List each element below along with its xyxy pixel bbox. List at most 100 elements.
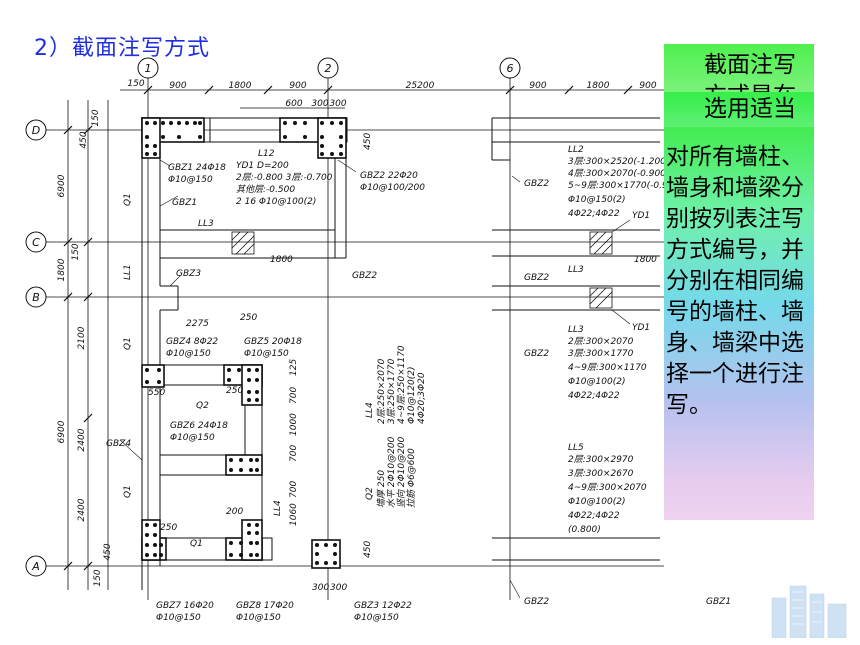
- ll3-tag: LL3: [198, 219, 214, 229]
- ll2-title: LL2: [568, 145, 584, 155]
- ll3-right-floor2: 2层:300×2070: [568, 336, 634, 347]
- dim-300d: 300: [330, 583, 347, 593]
- ll5-floor2: 2层:300×2970: [568, 454, 634, 465]
- dim-2400a: 2400: [77, 428, 87, 451]
- dim-150a: 150: [91, 109, 101, 126]
- dim-700c: 700: [289, 481, 299, 498]
- dim-900c: 900: [529, 81, 546, 91]
- dim-450b: 450: [103, 543, 113, 560]
- q1-tag-b: Q1: [123, 337, 133, 350]
- gbz1-tag: GBZ1: [172, 198, 197, 208]
- gbz1-spec: GBZ1 24Φ18: [168, 163, 226, 173]
- ll3-right-floor4-9: 4~9层:300×1170: [568, 362, 647, 373]
- note-box-scale: 选用适当比例原位放大: [664, 92, 814, 127]
- q1-tag-c: Q1: [123, 485, 133, 498]
- note-c-text: 对所有墙柱、墙身和墙梁分别按列表注写方式编号，并分别在相同编号的墙柱、墙身、墙梁…: [666, 144, 804, 418]
- note-box-section-method: 截面注写方式是在分: [664, 44, 814, 92]
- q2-vertical: 竖向 2Φ10@200: [396, 436, 407, 508]
- ll3-right-rebar: 4Φ22;4Φ22: [568, 391, 620, 401]
- ll3-right-stirrup: Φ10@100(2): [568, 377, 625, 387]
- dim-1800a: 1800: [229, 81, 252, 91]
- gbz6-spec: GBZ6 24Φ18: [170, 421, 228, 431]
- ll5-rebar: 4Φ22;4Φ22: [568, 511, 620, 521]
- axis-2-label: 2: [325, 62, 332, 75]
- gbz3-stirrup: Φ10@150: [354, 613, 399, 623]
- axis-bubble-c: [25, 231, 47, 253]
- gbz2-stirrup: Φ10@100/200: [360, 183, 425, 193]
- ll2-rebar: 4Φ22;4Φ22: [568, 209, 620, 219]
- yd1-other: 其他层:-0.500: [236, 184, 295, 195]
- dim-250b: 250: [226, 386, 243, 396]
- dim-1800: 1800: [57, 258, 67, 281]
- ll5-stirrup: Φ10@100(2): [568, 497, 625, 507]
- dim-2275: 2275: [186, 319, 209, 329]
- axis-d-label: D: [32, 124, 40, 137]
- gbz2-right-tag-2: GBZ2: [524, 273, 549, 283]
- gbz1-right-tag: GBZ1: [706, 597, 731, 607]
- gbz7-spec: GBZ7 16Φ20: [156, 601, 214, 611]
- dim-900b: 900: [289, 81, 306, 91]
- dim-450c: 450: [363, 541, 373, 558]
- gbz3-tag: GBZ3: [176, 269, 201, 279]
- gbz2-spec: GBZ2 22Φ20: [360, 171, 418, 181]
- yd1-elev: 2层:-0.800 3层:-0.700: [236, 172, 333, 183]
- q2-horizontal: 水平 2Φ10@200: [386, 436, 397, 508]
- gbz2-right-tag-3: GBZ2: [524, 349, 549, 359]
- ll5-elev: (0.800): [568, 525, 601, 535]
- gbz4-tag: GBZ4: [106, 439, 131, 449]
- axis-a-label: A: [31, 560, 40, 573]
- dim-900d: 900: [639, 81, 656, 91]
- dim-550: 550: [148, 388, 165, 398]
- yd1-right-tag: YD1: [632, 211, 650, 221]
- ll4-floor3: 3层:250×1770: [386, 358, 397, 424]
- slide-title: 2）截面注写方式: [34, 36, 210, 61]
- gbz2-right-tag-4: GBZ2: [524, 597, 549, 607]
- dim-1800c: 1800: [270, 255, 293, 265]
- ll3-right-floor3: 3层:300×1770: [568, 348, 634, 359]
- ll4-rebar: 4Φ20;3Φ20: [417, 372, 427, 424]
- gbz1-stirrup: Φ10@150: [168, 175, 213, 185]
- ll2-stirrup: Φ10@150(2): [568, 195, 625, 205]
- dim-1800b: 1800: [587, 81, 610, 91]
- axis-bubble-1: [137, 57, 159, 79]
- axis-bubble-d: [25, 119, 47, 141]
- dim-700b: 700: [289, 445, 299, 462]
- yd1-spec: YD1 D=200: [236, 161, 289, 171]
- dim-1800-right: 1800: [634, 255, 657, 265]
- gbz2-right-tag-1: GBZ2: [524, 179, 549, 189]
- yd1-right-tag-2: YD1: [632, 323, 650, 333]
- axis-c-label: C: [32, 236, 40, 249]
- gbz5-spec: GBZ5 20Φ18: [244, 337, 302, 347]
- ll3-right-title: LL3: [568, 325, 584, 335]
- dim-300a: 300: [311, 99, 328, 109]
- gbz6-stirrup: Φ10@150: [170, 433, 215, 443]
- dim-900a: 900: [169, 81, 186, 91]
- ll1-tag: LL1: [123, 264, 133, 280]
- gbz2-tag: GBZ2: [352, 271, 377, 281]
- gbz8-stirrup: Φ10@150: [236, 613, 281, 623]
- dim-150-top: 150: [127, 79, 144, 89]
- ll4-tag: LL4: [273, 500, 283, 516]
- ll5-floor4-9: 4~9层:300×2070: [568, 482, 647, 493]
- dim-2400b: 2400: [77, 498, 87, 521]
- gbz4-stirrup: Φ10@150: [166, 349, 211, 359]
- l12-label: L12: [258, 149, 275, 159]
- q2-tie: 拉筋 Φ6@600: [406, 448, 417, 508]
- dim-200: 200: [226, 507, 243, 517]
- ll4-floor2: 2层:250×2070: [376, 358, 387, 424]
- gbz8-spec: GBZ8 17Φ20: [236, 601, 294, 611]
- dim-25200: 25200: [406, 81, 435, 91]
- dim-700a: 700: [289, 387, 299, 404]
- gbz3-spec: GBZ3 12Φ22: [354, 601, 412, 611]
- q1-tag-a: Q1: [123, 193, 133, 206]
- ll4-stirrup: Φ10@120(2): [407, 367, 417, 424]
- dim-250a: 250: [240, 313, 257, 323]
- ll4-title: LL4: [365, 402, 375, 418]
- dim-1000: 1000: [289, 413, 299, 436]
- ll2-floor3: 3层:300×2520(-1.200: [568, 156, 666, 167]
- axis-b-label: B: [32, 291, 40, 304]
- gbz5-stirrup: Φ10@150: [244, 349, 289, 359]
- q2-tag: Q2: [196, 401, 209, 411]
- ll3-right-tag: LL3: [568, 265, 584, 275]
